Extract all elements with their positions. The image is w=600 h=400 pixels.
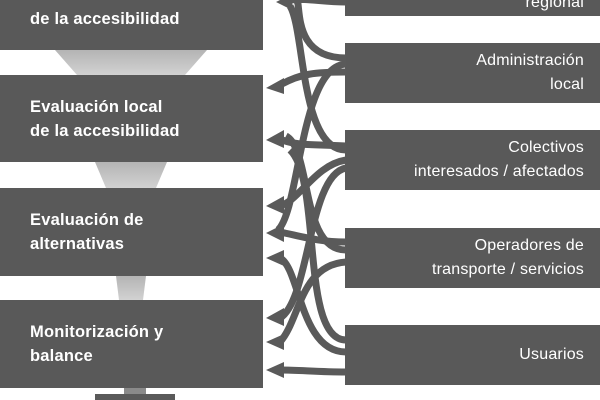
arrowhead-stage-4-b bbox=[266, 334, 284, 350]
arrowhead-stage-3-a bbox=[266, 196, 284, 214]
stakeholder-5-line-1: Usuarios bbox=[519, 346, 584, 363]
flow-usuarios-to-stage-3 bbox=[277, 254, 347, 356]
funnel-segment-3 bbox=[116, 276, 146, 300]
stakeholder-2-line-1: Administración bbox=[476, 52, 584, 69]
arrowhead-stage-2-b bbox=[266, 130, 284, 148]
stage-1-line-2: de la accesibilidad bbox=[30, 10, 180, 28]
flow-admin-to-stage-2 bbox=[280, 68, 347, 88]
flow-admin-to-stage-3 bbox=[275, 60, 347, 233]
arrowhead-stage-4-a bbox=[266, 308, 284, 326]
arrowhead-stage-1 bbox=[276, 0, 292, 10]
stakeholder-1-line-1: regional bbox=[525, 0, 584, 11]
flow-regional-to-stage-1 bbox=[288, 0, 347, 6]
arrowhead-stage-3-c bbox=[266, 250, 284, 266]
stakeholder-box-usuarios: Usuarios bbox=[345, 325, 600, 385]
stakeholder-2-line-2: local bbox=[550, 76, 584, 93]
stakeholder-4-line-1: Operadores de bbox=[474, 237, 584, 254]
flow-usuarios-to-stage-2 bbox=[287, 147, 347, 344]
stakeholder-3-line-2: interesados / afectados bbox=[413, 163, 584, 180]
flow-operadores-to-stage-4 bbox=[277, 258, 347, 345]
arrowhead-stage-2-a bbox=[266, 78, 284, 94]
flow-colectivos-to-stage-3 bbox=[278, 156, 347, 210]
stage-4-line-1: Monitorización y bbox=[30, 323, 164, 341]
stakeholder-4-line-2: transporte / servicios bbox=[431, 261, 584, 278]
stage-box-diagnostico: de la accesibilidad bbox=[0, 0, 263, 50]
flow-usuarios-to-stage-4 bbox=[279, 366, 347, 376]
flow-admin-to-stage-1 bbox=[286, 0, 347, 62]
stakeholder-3-line-1: Colectivos bbox=[508, 139, 584, 156]
stage-4-line-2: balance bbox=[30, 347, 93, 365]
stakeholder-box-regional: regional bbox=[345, 0, 600, 16]
funnel-segment-2 bbox=[95, 162, 167, 188]
stage-2-line-2: de la accesibilidad bbox=[30, 121, 180, 140]
stage-2-line-1: Evaluación local bbox=[30, 97, 163, 116]
stakeholder-box-operadores: Operadores de transporte / servicios bbox=[345, 228, 600, 288]
stakeholder-box-administracion-local: Administración local bbox=[345, 43, 600, 103]
stage-box-evaluacion-local: Evaluación local de la accesibilidad bbox=[0, 75, 263, 162]
stage-box-monitorizacion: Monitorización y balance bbox=[0, 300, 263, 388]
stage-3-line-2: alternativas bbox=[30, 235, 125, 253]
arrowhead-stage-4-c bbox=[266, 362, 284, 378]
flow-colectivos-to-stage-1 bbox=[286, 4, 347, 154]
stage-box-evaluacion-alternativas: Evaluación de alternativas bbox=[0, 188, 263, 276]
funnel-base bbox=[95, 394, 175, 400]
funnel-segment-1 bbox=[55, 50, 207, 75]
stage-3-line-1: Evaluación de bbox=[30, 211, 144, 229]
stakeholder-box-colectivos: Colectivos interesados / afectados bbox=[345, 130, 600, 190]
arrowhead-stage-3-b bbox=[266, 224, 284, 242]
